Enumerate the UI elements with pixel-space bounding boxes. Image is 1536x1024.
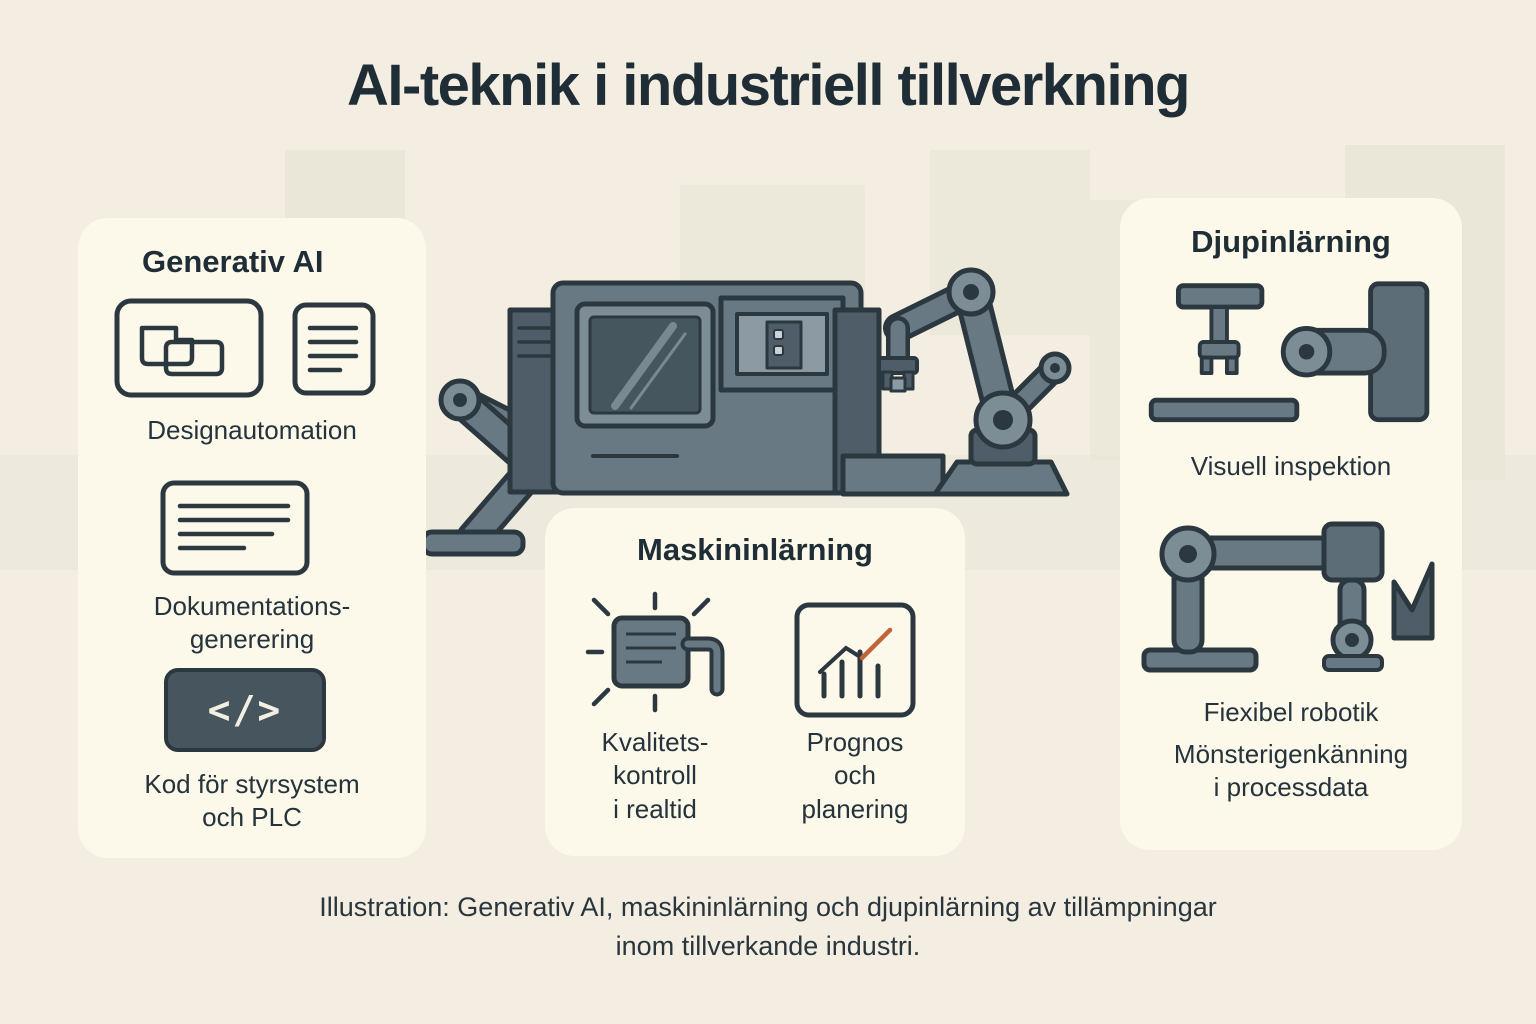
design-parts-icon <box>114 298 264 398</box>
label-flexibel-robotik: Fiexibel robotik <box>1203 697 1379 727</box>
code-icon: </> <box>164 668 326 752</box>
panel-djup-title: Djupinlärning <box>1191 224 1391 259</box>
robot-arm-illustration <box>877 267 1072 497</box>
label-kvalitetskontroll: Kvalitets- kontroll i realtid <box>601 727 709 824</box>
label-dokumentationsgenerering: Dokumentations- generering <box>153 591 351 655</box>
label-monsterigenkanning: Mönsterigenkänning i processdata <box>1173 739 1409 803</box>
document-lines-icon <box>160 480 310 576</box>
page-title: AI-teknik i industriell tillverkning <box>347 53 1190 118</box>
document-icon <box>292 302 376 396</box>
cnc-machine-body <box>507 280 946 497</box>
panel-djupinlarning: Djupinlärning Visuell inspektion <box>1120 198 1462 850</box>
code-glyph: </> <box>207 688 283 732</box>
robot-arm-graph-icon <box>1141 521 1435 673</box>
label-kod-styrsystem: Kod för styrsystem och PLC <box>144 769 360 833</box>
chart-growth-icon <box>794 602 916 718</box>
caption: Illustration: Generativ AI, maskininlärn… <box>319 892 1217 962</box>
label-designautomation: Designautomation <box>147 415 357 445</box>
label-prognos: Prognos och planering <box>801 727 909 824</box>
panel-generativ-title: Generativ AI <box>142 244 324 279</box>
panel-maskininlarning: Maskininlärning Kvalitets- kontroll i re… <box>545 508 965 856</box>
factory-machine-illustration <box>420 267 1072 557</box>
panel-generativ-ai: Generativ AI Designautomation Dokumentat… <box>78 218 426 858</box>
panel-maskin-title: Maskininlärning <box>637 532 873 567</box>
inspection-robot-icon <box>1148 281 1430 423</box>
label-visuell-inspektion: Visuell inspektion <box>1190 451 1392 481</box>
chip-icon <box>585 591 725 713</box>
